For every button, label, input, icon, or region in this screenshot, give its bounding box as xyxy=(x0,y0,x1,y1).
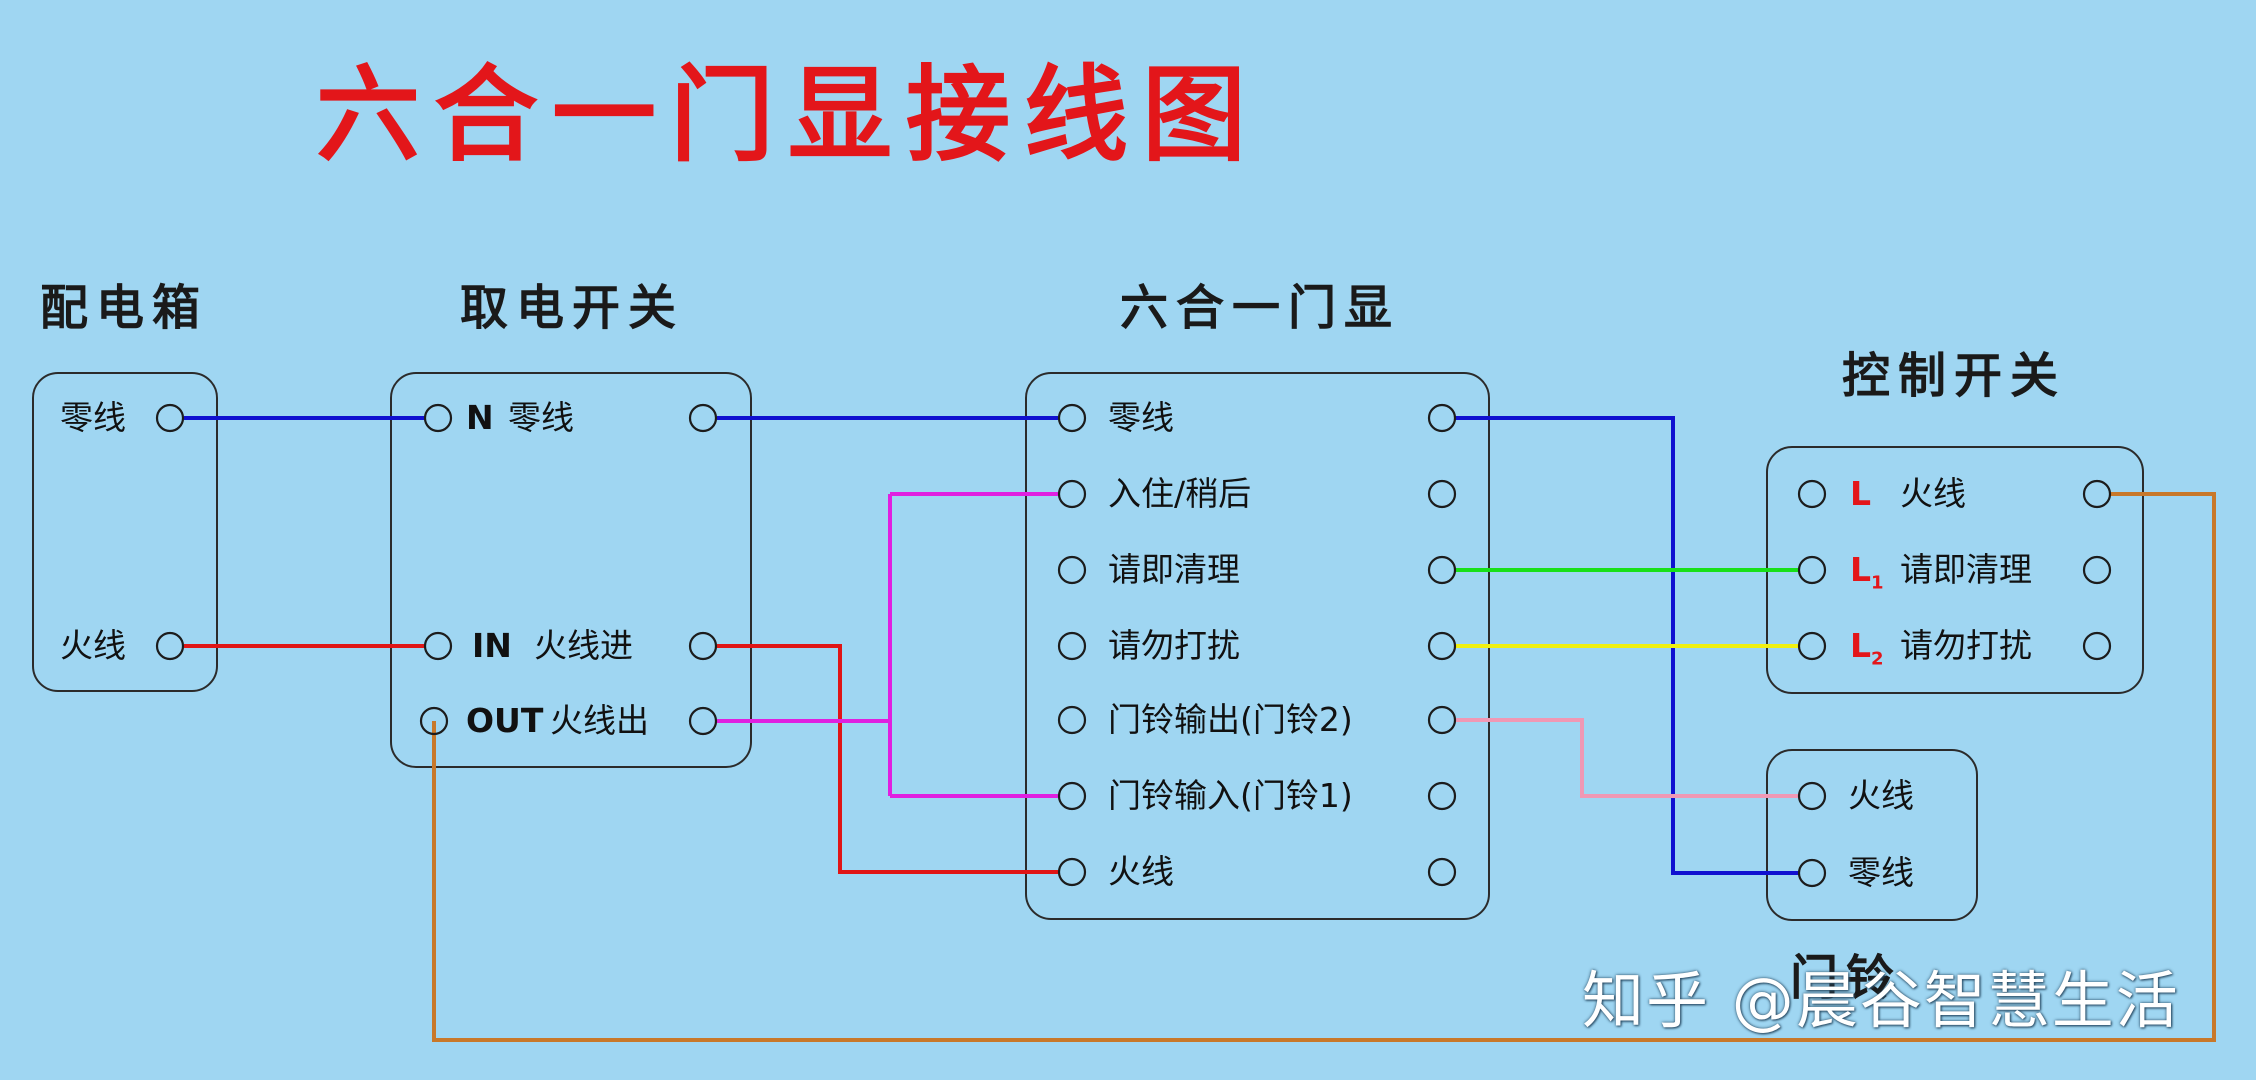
terminal-distribution-live xyxy=(155,631,185,661)
terminal-control-l1 xyxy=(1797,555,1827,585)
switch-live-in-label: 火线进 xyxy=(534,626,633,665)
terminal-display-neutral-right xyxy=(1427,403,1457,433)
terminal-control-l xyxy=(1797,479,1827,509)
power-switch-box xyxy=(390,372,752,768)
control-live-label: 火线 xyxy=(1900,474,1966,513)
control-l2-prefix: L2 xyxy=(1850,626,1884,680)
terminal-display-live xyxy=(1057,857,1087,887)
display-live-label: 火线 xyxy=(1108,852,1174,891)
terminal-display-neutral xyxy=(1057,403,1087,433)
diagram-title: 六合一门显接线图 xyxy=(315,53,1260,176)
terminal-control-l2-right xyxy=(2082,631,2112,661)
terminal-switch-in-out xyxy=(688,631,718,661)
display-bell-in-label: 门铃输入(门铃1) xyxy=(1108,776,1353,815)
control-l-prefix: L xyxy=(1850,474,1872,513)
terminal-display-occupied-right xyxy=(1427,479,1457,509)
control-l1-prefix: L1 xyxy=(1850,550,1884,604)
terminal-control-l-right xyxy=(2082,479,2112,509)
terminal-display-clean-right xyxy=(1427,555,1457,585)
control-l2-subscript: 2 xyxy=(1871,648,1884,670)
terminal-display-dnd xyxy=(1057,631,1087,661)
doorbell-neutral-label: 零线 xyxy=(1848,853,1914,892)
terminal-display-bell-in-right xyxy=(1427,781,1457,811)
terminal-display-dnd-right xyxy=(1427,631,1457,661)
watermark: 知乎 @晨谷智慧生活 xyxy=(1582,964,2180,1037)
terminal-display-occupied xyxy=(1057,479,1087,509)
display-occupied-label: 入住/稍后 xyxy=(1108,474,1252,513)
terminal-display-bell-out-right xyxy=(1427,705,1457,735)
doorbell-wire xyxy=(1454,718,1800,798)
terminal-display-clean xyxy=(1057,555,1087,585)
terminal-distribution-neutral xyxy=(155,403,185,433)
terminal-switch-out-right xyxy=(688,706,718,736)
doorbell-heading: 门铃 xyxy=(1790,950,1903,1006)
display-neutral-label: 零线 xyxy=(1108,398,1174,437)
terminal-control-l2 xyxy=(1797,631,1827,661)
terminal-switch-in xyxy=(423,631,453,661)
switch-n-prefix: N xyxy=(466,398,494,437)
distribution-box xyxy=(32,372,218,692)
terminal-switch-n xyxy=(423,403,453,433)
control-clean-label: 请即清理 xyxy=(1900,550,2032,589)
terminal-display-live-right xyxy=(1427,857,1457,887)
power-switch-heading: 取电开关 xyxy=(460,280,685,336)
doorbell-live-label: 火线 xyxy=(1848,776,1914,815)
distribution-live-label: 火线 xyxy=(60,626,126,665)
distribution-neutral-label: 零线 xyxy=(60,398,126,437)
control-dnd-label: 请勿打扰 xyxy=(1900,626,2032,665)
switch-in-prefix: IN xyxy=(472,626,512,665)
switch-live-out-label: 火线出 xyxy=(550,701,649,740)
switch-out-prefix: OUT xyxy=(466,701,544,740)
display-clean-label: 请即清理 xyxy=(1108,550,1240,589)
control-l1-subscript: 1 xyxy=(1871,572,1884,594)
control-feed-wire xyxy=(432,492,2216,1042)
display-dnd-label: 请勿打扰 xyxy=(1108,626,1240,665)
switch-neutral-label: 零线 xyxy=(508,398,574,437)
doorbell-box xyxy=(1766,749,1978,921)
control-switch-heading: 控制开关 xyxy=(1842,348,2067,404)
control-l2-letter: L xyxy=(1850,626,1872,665)
terminal-control-l1-right xyxy=(2082,555,2112,585)
distribution-box-heading: 配电箱 xyxy=(40,280,209,336)
terminal-switch-out xyxy=(419,706,449,736)
terminal-doorbell-live xyxy=(1797,781,1827,811)
door-display-heading: 六合一门显 xyxy=(1120,280,1401,336)
terminal-display-bell-in xyxy=(1057,781,1087,811)
terminal-display-bell-out xyxy=(1057,705,1087,735)
terminal-switch-n-out xyxy=(688,403,718,433)
live-wire-switch-to-display xyxy=(717,644,1058,874)
terminal-doorbell-neutral xyxy=(1797,858,1827,888)
display-bell-out-label: 门铃输出(门铃2) xyxy=(1108,700,1353,739)
control-l1-letter: L xyxy=(1850,550,1872,589)
